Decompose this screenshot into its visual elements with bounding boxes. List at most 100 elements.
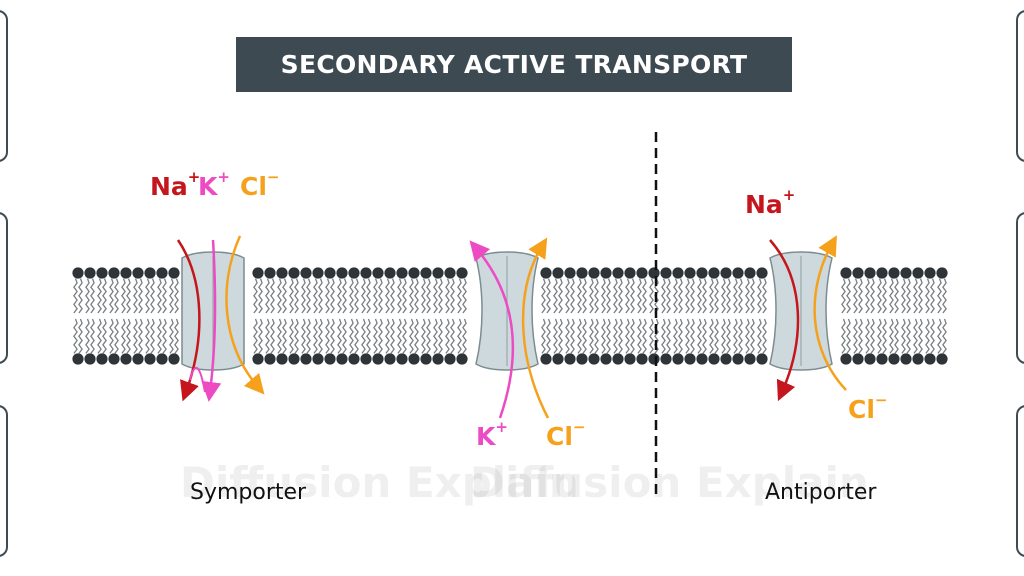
middle-cl-label: Cl− (546, 418, 586, 451)
phospholipid-head (576, 353, 588, 365)
lipid-tail (558, 318, 563, 354)
lipid-tail (666, 278, 671, 314)
phospholipid-head (420, 353, 432, 365)
phospholipid-head (912, 267, 924, 279)
phospholipid-head (624, 267, 636, 279)
phospholipid-head (132, 353, 144, 365)
lipid-tail (901, 278, 906, 314)
lipid-tail (289, 318, 294, 354)
lipid-tail (433, 318, 438, 354)
phospholipid-head (456, 267, 468, 279)
symporter-cl-arrow (225, 235, 265, 395)
lipid-tail (289, 278, 294, 314)
phospholipid-head (576, 267, 588, 279)
lipid-tail (85, 318, 90, 354)
lipid-tail (277, 318, 282, 354)
lipid-tail (642, 278, 647, 314)
phospholipid-head (696, 267, 708, 279)
lipid-tail (606, 278, 611, 314)
lipid-tail (630, 318, 635, 354)
lipid-tail (282, 278, 287, 314)
lipid-tail (258, 318, 263, 354)
lipid-tail (409, 318, 414, 354)
phospholipid-head (144, 353, 156, 365)
lipid-tail (78, 318, 83, 354)
lipid-tail (162, 278, 167, 314)
lipid-tail (865, 278, 870, 314)
lipid-tail (354, 318, 359, 354)
phospholipid-head (300, 353, 312, 365)
lipid-tail (174, 318, 179, 354)
lipid-tail (390, 278, 395, 314)
phospholipid-head (756, 267, 768, 279)
lipid-tail (937, 318, 942, 354)
phospholipid-head (660, 353, 672, 365)
lipid-tail (738, 318, 743, 354)
lipid-tail (625, 278, 630, 314)
lipid-tail (90, 318, 95, 354)
lipid-tail (366, 278, 371, 314)
lipid-tail (421, 278, 426, 314)
lipid-tail (846, 278, 851, 314)
lipid-tail (606, 318, 611, 354)
lipid-tail (90, 278, 95, 314)
lipid-tail (865, 318, 870, 354)
lipid-tail (402, 278, 407, 314)
phospholipid-head (876, 353, 888, 365)
phospholipid-head (852, 267, 864, 279)
lipid-tail (577, 318, 582, 354)
lipid-tail (582, 318, 587, 354)
antiporter-na-arrow (769, 239, 800, 402)
lipid-tail (426, 278, 431, 314)
phospholipid-head (444, 353, 456, 365)
lipid-tail (121, 318, 126, 354)
phospholipid-head (120, 267, 132, 279)
symporter-k-arrow-2 (189, 366, 206, 393)
lipid-tail (882, 278, 887, 314)
phospholipid-head (888, 267, 900, 279)
lipid-tail (553, 278, 558, 314)
lipid-tail (841, 318, 846, 354)
lipid-tails (73, 278, 947, 354)
lipid-tail (462, 278, 467, 314)
lipid-tail (853, 318, 858, 354)
lipid-tail (145, 318, 150, 354)
lipid-tail (894, 278, 899, 314)
phospholipid-head (624, 353, 636, 365)
lipid-tail (450, 318, 455, 354)
lipid-tail (846, 318, 851, 354)
lipid-tail (126, 278, 131, 314)
lipid-tail (306, 318, 311, 354)
lipid-tail (918, 278, 923, 314)
lipid-tail (589, 278, 594, 314)
lipid-tail (570, 318, 575, 354)
lipid-tail (726, 278, 731, 314)
lipid-tail (414, 278, 419, 314)
lipid-tail (918, 318, 923, 354)
antiporter-caption: Antiporter (765, 480, 877, 505)
lipid-tail (738, 278, 743, 314)
phospholipid-head (156, 267, 168, 279)
phospholipid-head (360, 267, 372, 279)
lipid-tail (253, 318, 258, 354)
lipid-tail (294, 318, 299, 354)
lipid-tail (762, 278, 767, 314)
lipid-tail (649, 318, 654, 354)
phospholipid-head (684, 353, 696, 365)
lipid-tail (685, 278, 690, 314)
lipid-tail (409, 278, 414, 314)
lipid-tail (690, 318, 695, 354)
lipid-tail (721, 278, 726, 314)
phospholipid-head (648, 267, 660, 279)
lipid-tail (349, 318, 354, 354)
symporter-caption: Symporter (190, 480, 307, 505)
phospholipid-head (936, 267, 948, 279)
lipid-tail (73, 318, 78, 354)
phospholipid-head (696, 353, 708, 365)
lipid-tail (378, 278, 383, 314)
lipid-tail (577, 278, 582, 314)
lipid-tail (162, 318, 167, 354)
phospholipid-head (156, 353, 168, 365)
lipid-tail (97, 318, 102, 354)
